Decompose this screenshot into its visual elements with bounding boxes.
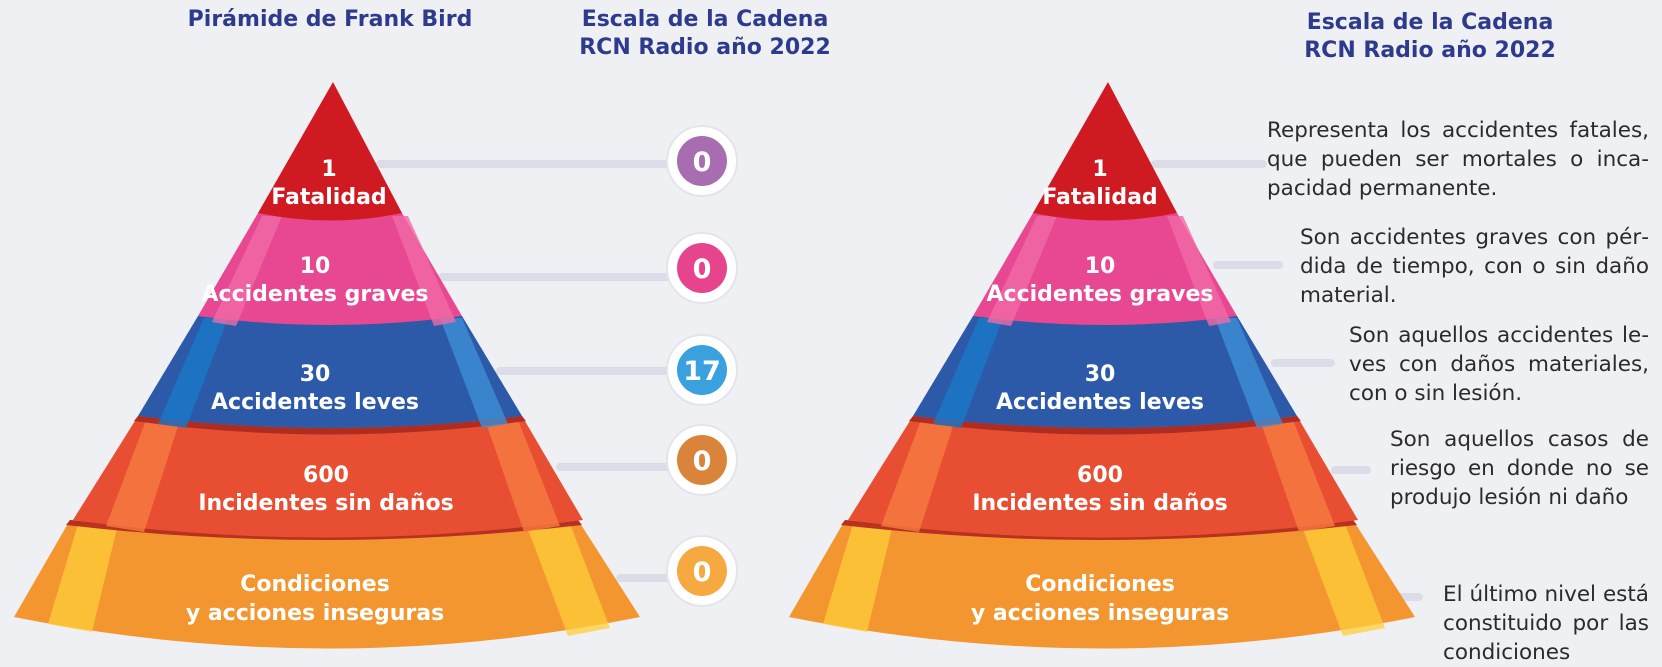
badge-value: 0 xyxy=(693,147,712,178)
level-highlight xyxy=(881,420,955,532)
badge-value: 0 xyxy=(693,557,712,588)
level-5-label: y acciones inseguras xyxy=(186,601,444,626)
level-shape xyxy=(138,316,522,428)
level-3-number: 30 xyxy=(300,362,331,387)
level-shape xyxy=(73,416,583,538)
level-highlight xyxy=(823,524,893,632)
level-1-number: 1 xyxy=(321,157,336,182)
level-shape xyxy=(848,416,1358,538)
level-highlight xyxy=(158,318,228,428)
pyramid-level-3: 30 Accidentes leves xyxy=(138,316,522,428)
level-shape xyxy=(789,520,1415,649)
badge-circle xyxy=(677,136,727,186)
badge-level-2: 0 xyxy=(666,232,738,304)
pyramid-level-4: 600 Incidentes sin daños xyxy=(73,416,583,538)
description-level-3: Son aquellos accidentes le­ves con daños… xyxy=(1349,323,1649,406)
badge-circle xyxy=(677,546,727,596)
level-rim xyxy=(134,416,526,435)
badge-circle xyxy=(677,435,727,485)
level-5-label: y acciones inseguras xyxy=(971,601,1229,626)
level-4-number: 600 xyxy=(1077,463,1123,488)
level-rim xyxy=(909,416,1301,435)
level-shape xyxy=(14,520,640,649)
level-5-title: Condiciones xyxy=(1025,572,1175,597)
badge-level-1: 0 xyxy=(666,125,738,197)
badge-value: 17 xyxy=(683,356,721,387)
level-highlight xyxy=(485,420,560,532)
pyramid-level-1: 1 Fatalidad xyxy=(1033,82,1177,221)
title-rcn-line2: RCN Radio año 2022 xyxy=(579,35,831,60)
level-1-label: Fatalidad xyxy=(271,185,386,210)
level-highlight xyxy=(212,216,282,326)
badge-level-5: 0 xyxy=(666,535,738,607)
title-rcn-scale-middle: Escala de la Cadena RCN Radio año 2022 xyxy=(520,6,890,62)
level-2-label: Accidentes graves xyxy=(202,282,429,307)
level-shape xyxy=(258,82,402,221)
level-1-label: Fatalidad xyxy=(1042,185,1157,210)
title-rcn-right-line1: Escala de la Cadena xyxy=(1306,10,1554,35)
title-rcn-right-line2: RCN Radio año 2022 xyxy=(1304,38,1556,63)
title-rcn-scale-right: Escala de la Cadena RCN Radio año 2022 xyxy=(1240,9,1620,65)
level-2-number: 10 xyxy=(1085,254,1116,279)
pyramid-level-5: Condiciones y acciones inseguras xyxy=(789,520,1415,649)
level-highlight xyxy=(1167,216,1231,326)
level-4-number: 600 xyxy=(303,463,349,488)
frank-bird-pyramid: Condiciones y acciones inseguras 600 Inc… xyxy=(14,82,738,649)
level-shape xyxy=(913,316,1297,428)
badge-value: 0 xyxy=(693,254,712,285)
badge-level-3: 17 xyxy=(666,334,738,406)
pyramid-level-1: 1 Fatalidad xyxy=(258,82,402,221)
badge-circle xyxy=(677,345,727,395)
level-rim xyxy=(841,520,1357,540)
pyramid-level-4: 600 Incidentes sin daños xyxy=(848,416,1358,538)
rcn-pyramid: Condiciones y acciones inseguras 600 Inc… xyxy=(789,82,1423,649)
level-highlight xyxy=(440,318,508,428)
level-3-label: Accidentes leves xyxy=(211,390,419,415)
level-2-number: 10 xyxy=(300,254,331,279)
level-highlight xyxy=(1260,420,1335,532)
badge-level-4: 0 xyxy=(666,424,738,496)
pyramid-level-2: 10 Accidentes graves xyxy=(973,213,1237,326)
description-level-1: Representa los accidentes fatales, que p… xyxy=(1267,118,1649,201)
level-4-label: Incidentes sin daños xyxy=(198,491,453,516)
title-frank-bird: Pirámide de Frank Bird xyxy=(187,7,473,32)
pyramid-level-2: 10 Accidentes graves xyxy=(198,213,462,326)
description-level-2: Son accidentes graves con pér­dida de ti… xyxy=(1300,225,1649,308)
level-5-title: Condiciones xyxy=(240,572,390,597)
level-2-label: Accidentes graves xyxy=(987,282,1214,307)
level-rim xyxy=(66,520,582,540)
level-highlight xyxy=(987,216,1057,326)
title-rcn-line1: Escala de la Cadena xyxy=(581,7,829,32)
description-level-5: El último nivel está constituido por las… xyxy=(1443,582,1649,665)
level-highlight xyxy=(1301,524,1385,636)
badge-value: 0 xyxy=(693,446,712,477)
level-highlight xyxy=(106,420,180,532)
level-4-label: Incidentes sin daños xyxy=(972,491,1227,516)
level-3-number: 30 xyxy=(1085,362,1116,387)
level-1-number: 1 xyxy=(1092,157,1107,182)
level-highlight xyxy=(48,524,118,632)
level-highlight xyxy=(1215,318,1283,428)
rcn-badges: 0 0 17 0 0 xyxy=(666,125,738,607)
level-highlight xyxy=(933,318,1003,428)
level-highlight xyxy=(392,216,456,326)
level-3-label: Accidentes leves xyxy=(996,390,1204,415)
level-highlight xyxy=(526,524,610,636)
pyramid-level-3: 30 Accidentes leves xyxy=(913,316,1297,428)
level-shape xyxy=(1033,82,1177,221)
description-level-4: Son aquellos casos de riesgo en donde no… xyxy=(1390,427,1649,510)
pyramid-level-5: Condiciones y acciones inseguras xyxy=(14,520,640,649)
badge-circle xyxy=(677,243,727,293)
